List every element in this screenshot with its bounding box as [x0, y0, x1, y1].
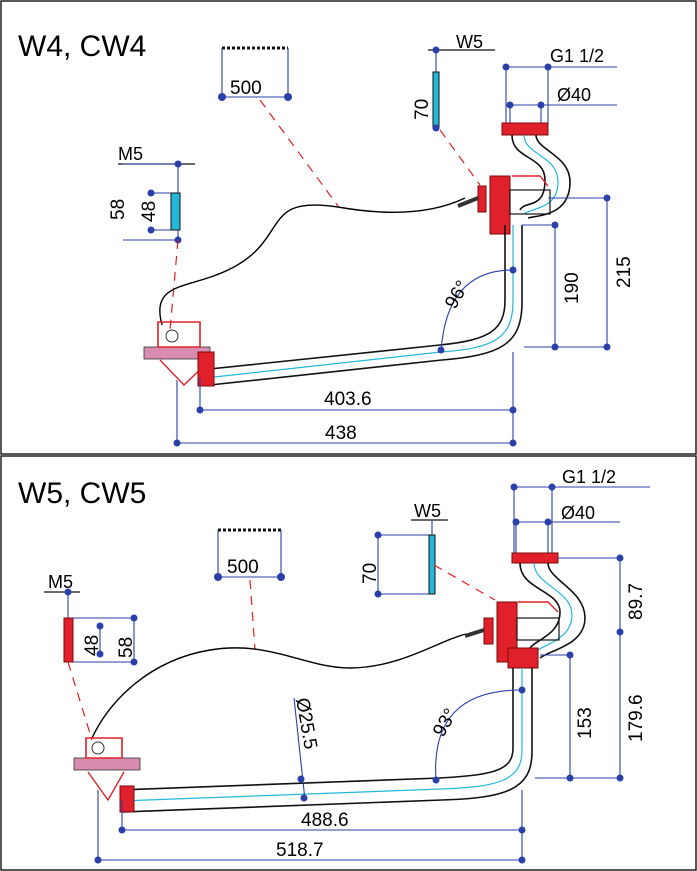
connector-dims: G1 1/2 Ø40 [510, 467, 650, 555]
main-pipe [199, 225, 523, 386]
mount-label: M5 [48, 572, 73, 592]
thread-size: G1 1/2 [550, 46, 604, 66]
top-fitting [457, 122, 571, 235]
washer-label: W5 [456, 32, 483, 52]
left-fitting [73, 737, 141, 813]
mount-inner-value: 48 [139, 201, 160, 222]
left-fitting [143, 321, 215, 387]
panel-w4-cw4: W4, CW4 500 M5 58 48 W5 70 [0, 0, 697, 455]
panel-title: W4, CW4 [18, 30, 146, 63]
vertical-upper-value: 215 [614, 256, 635, 288]
vertical-dims: 153 179.6 89.7 [535, 554, 647, 782]
horizontal-dims: 488.6 518.7 [94, 790, 526, 864]
panel-w5-cw5: W5, CW5 500 M5 48 58 W5 70 [0, 455, 697, 871]
mount-inner-value: 48 [82, 635, 103, 656]
flex-hose [91, 633, 467, 739]
vertical-upper-value: 179.6 [626, 694, 647, 742]
mount-callout: M5 58 48 [108, 144, 195, 244]
connector-diameter: Ø40 [557, 85, 591, 105]
bend-angle: 96° [441, 277, 474, 312]
hose-length-callout: 500 [218, 46, 292, 101]
length-outer-value: 518.7 [276, 840, 324, 861]
pipe-diameter: Ø25.5 [291, 696, 321, 751]
washer-label: W5 [414, 501, 441, 521]
panel-border [0, 0, 697, 455]
washer-height-value: 70 [360, 563, 381, 584]
mount-label: M5 [118, 144, 143, 164]
washer-callout: W5 70 [412, 32, 495, 132]
flex-hose [159, 197, 466, 326]
vertical-lower-value: 190 [562, 272, 583, 304]
mount-outer-value: 58 [116, 637, 137, 658]
washer-callout: W5 70 [360, 501, 448, 598]
length-outer-value: 438 [325, 423, 357, 444]
hose-length-value: 500 [227, 557, 259, 578]
connector-diameter: Ø40 [561, 503, 595, 523]
vertical-top-value: 89.7 [626, 583, 647, 620]
main-pipe [119, 668, 533, 813]
vertical-dims: 190 215 [522, 194, 635, 351]
mount-callout: M5 48 58 [44, 572, 138, 666]
hose-length-callout: 500 [214, 528, 285, 581]
length-inner-value: 403.6 [324, 389, 372, 410]
panel-title: W5, CW5 [18, 477, 146, 510]
connector-dims: G1 1/2 Ø40 [502, 46, 617, 123]
vertical-lower-value: 153 [575, 707, 596, 739]
washer-height-value: 70 [412, 99, 433, 120]
mount-outer-value: 58 [108, 199, 129, 220]
thread-size: G1 1/2 [562, 467, 616, 487]
top-fitting [464, 552, 586, 669]
length-inner-value: 488.6 [301, 810, 349, 831]
panel-border [0, 455, 697, 871]
hose-length-value: 500 [230, 78, 262, 99]
horizontal-dims: 403.6 438 [173, 352, 517, 447]
